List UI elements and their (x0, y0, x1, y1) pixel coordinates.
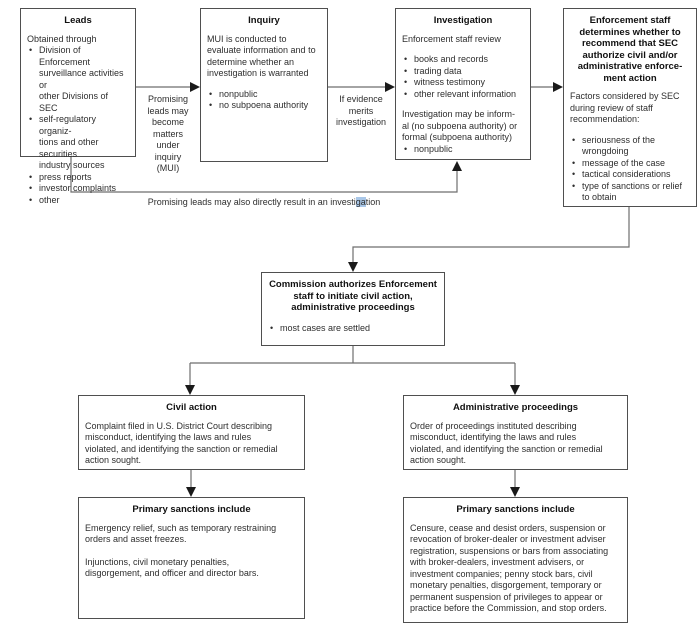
box-sanctions-civil-title: Primary sanctions include (132, 504, 251, 515)
box-sanctions-civil-body1: Emergency relief, such as temporary rest… (85, 522, 277, 545)
box-investigation-bullets: books and records trading data witness t… (402, 54, 524, 100)
box-leads: Leads Obtained through Division of Enfor… (20, 8, 136, 206)
box-investigation-note: Investigation may be inform- al (no subp… (402, 109, 518, 142)
bullet-item: nonpublic (207, 89, 321, 101)
bullet-item: investor complaints (27, 183, 129, 195)
box-admin-title: Administrative proceedings (452, 402, 579, 413)
bullet-item: other (27, 195, 129, 207)
box-sanctions-admin: Primary sanctions include Censure, cease… (403, 497, 628, 623)
arrow-admin-to-sanctions (510, 470, 520, 497)
bullet-item: seriousness of the wrongdoing (570, 135, 690, 158)
box-civil-body: Complaint filed in U.S. District Court d… (85, 420, 278, 466)
bullet-item: witness testimony (402, 77, 524, 89)
box-investigation-note-bullets: nonpublic (402, 144, 524, 156)
box-admin-body: Order of proceedings instituted describi… (410, 420, 603, 466)
bullet-item: trading data (402, 66, 524, 78)
box-enforcement-intro: Factors considered by SEC during review … (570, 91, 680, 124)
box-sanctions-civil-body2: Injunctions, civil monetary penalties, d… (85, 556, 259, 579)
label-leads-to-inquiry: Promising leads may become matters under… (147, 94, 189, 173)
label-leads-direct-to-investigation: Promising leads may also directly result… (114, 197, 414, 209)
box-civil-title: Civil action (166, 402, 217, 413)
box-investigation-intro: Enforcement staff review (402, 33, 501, 44)
box-inquiry-intro: MUI is conducted to evaluate information… (207, 33, 316, 79)
arrow-leads-to-inquiry (136, 82, 200, 92)
box-commission-bullets: most cases are settled (268, 323, 438, 335)
box-enforcement-bullets: seriousness of the wrongdoing message of… (570, 135, 690, 204)
bullet-item: nonpublic (402, 144, 524, 156)
arrow-civil-to-sanctions (186, 470, 196, 497)
bullet-item: tactical considerations (570, 169, 690, 181)
label-direct-text-post: tion (365, 197, 381, 207)
box-investigation: Investigation Enforcement staff review b… (395, 8, 531, 160)
bullet-item: no subpoena authority (207, 100, 321, 112)
bullet-item: type of sanctions or relief to obtain (570, 181, 690, 204)
box-commission-title: Commission authorizes Enforcement staff … (269, 279, 437, 313)
box-inquiry-bullets: nonpublic no subpoena authority (207, 89, 321, 112)
label-inquiry-to-investigation: If evidence merits investigation (335, 94, 387, 127)
bullet-item: self-regulatory organiz- tions and other… (27, 114, 129, 172)
selection-highlight: ga (355, 197, 366, 207)
box-sanctions-admin-body: Censure, cease and desist orders, suspen… (410, 522, 609, 614)
box-leads-intro: Obtained through (27, 33, 97, 44)
box-admin-proceedings: Administrative proceedings Order of proc… (403, 395, 628, 470)
box-enforcement-staff: Enforcement staff determines whether to … (563, 8, 697, 207)
box-commission: Commission authorizes Enforcement staff … (261, 272, 445, 346)
arrow-commission-split (185, 346, 520, 395)
box-investigation-title: Investigation (433, 15, 493, 26)
bullet-item: press reports (27, 172, 129, 184)
box-leads-bullets: Division of Enforcement surveillance act… (27, 45, 129, 206)
box-leads-title: Leads (64, 15, 92, 26)
arrow-investigation-to-enforcement (531, 82, 563, 92)
arrow-enforcement-to-commission (348, 207, 630, 272)
arrow-inquiry-to-investigation (328, 82, 395, 92)
bullet-item: Division of Enforcement surveillance act… (27, 45, 129, 114)
box-inquiry: Inquiry MUI is conducted to evaluate inf… (200, 8, 328, 162)
label-direct-text-pre: Promising leads may also directly result… (147, 197, 356, 207)
box-civil-action: Civil action Complaint filed in U.S. Dis… (78, 395, 305, 470)
box-inquiry-title: Inquiry (248, 15, 280, 26)
box-sanctions-admin-title: Primary sanctions include (456, 504, 575, 515)
bullet-item: books and records (402, 54, 524, 66)
box-enforcement-title: Enforcement staff determines whether to … (577, 15, 683, 84)
bullet-item: message of the case (570, 158, 690, 170)
bullet-item: most cases are settled (268, 323, 438, 335)
box-sanctions-civil: Primary sanctions include Emergency reli… (78, 497, 305, 619)
bullet-item: other relevant information (402, 89, 524, 101)
